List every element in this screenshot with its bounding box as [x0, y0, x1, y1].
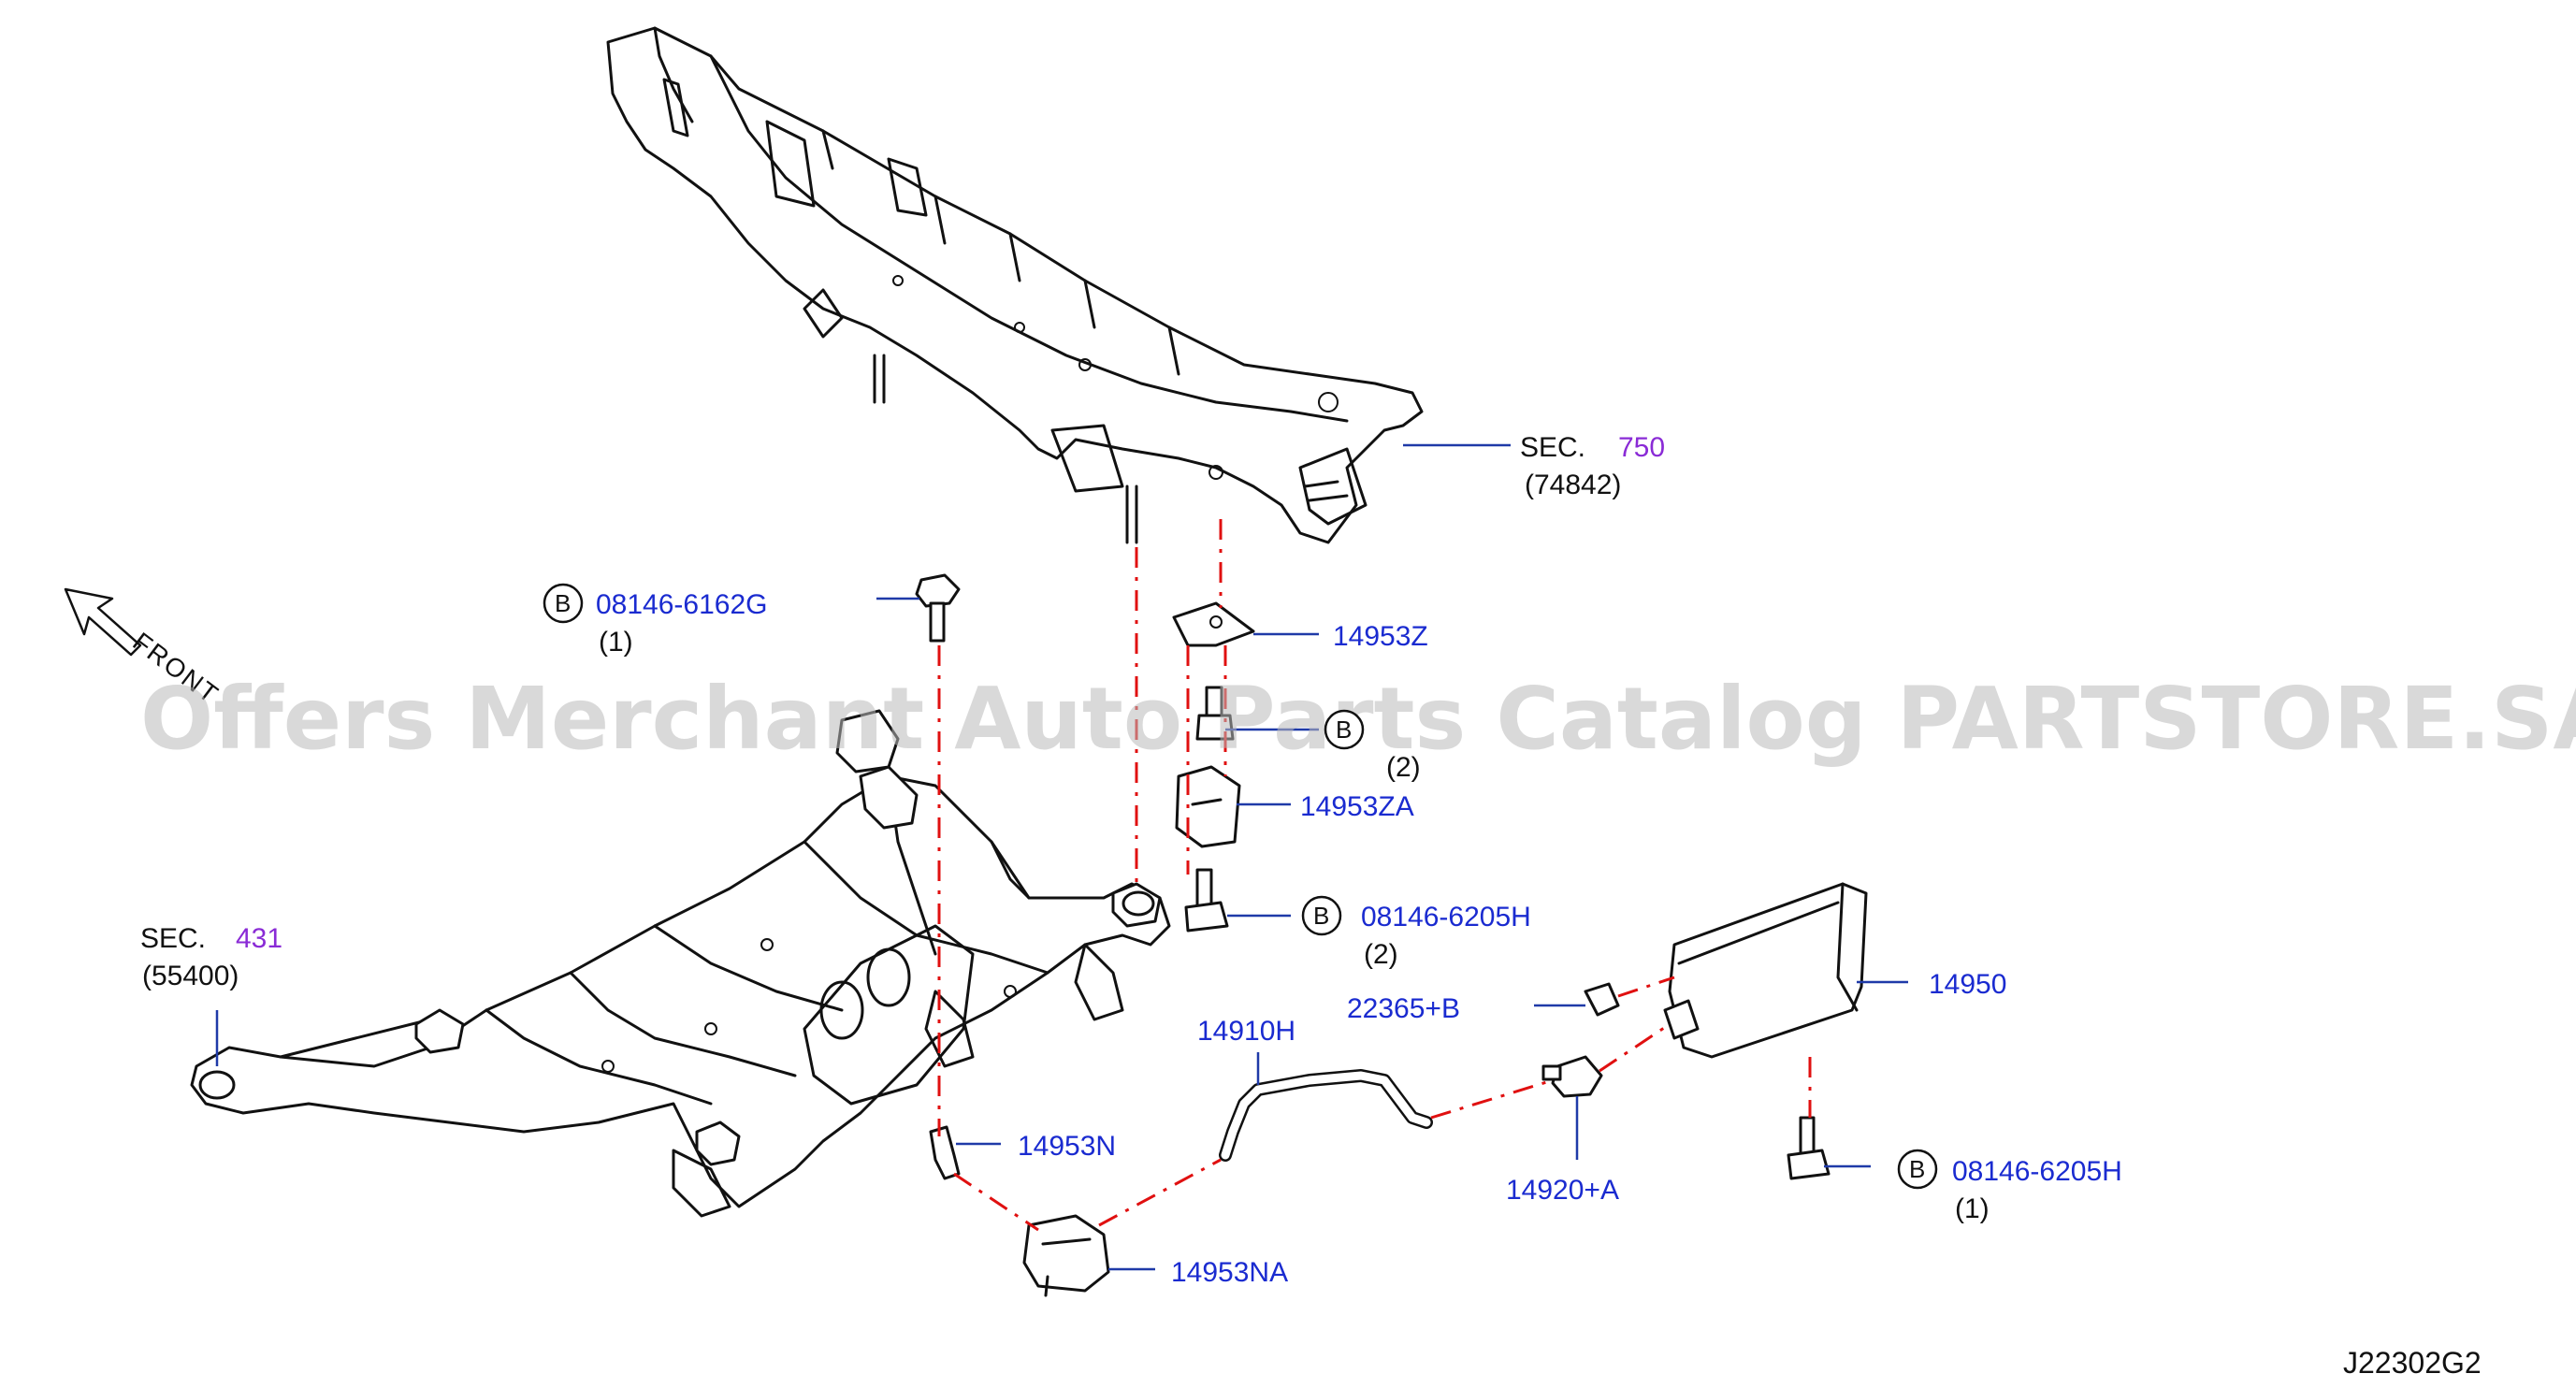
sec-750-number[interactable]: 750 — [1618, 432, 1665, 463]
sec-750-ref: (74842) — [1525, 470, 1621, 500]
part-14953z-link[interactable]: 14953Z — [1333, 621, 1428, 652]
sec-431-prefix: SEC. — [140, 923, 206, 954]
bolt-badge-letter: B — [555, 589, 571, 617]
bolt-badge-letter: B — [1336, 716, 1352, 744]
bolt-badge-icon — [1301, 895, 1342, 936]
bolt-badge-icon — [1897, 1149, 1938, 1190]
bolt-quantity: (2) — [1364, 939, 1398, 970]
leader-lines — [215, 443, 1908, 1271]
part-14953na-link[interactable]: 14953NA — [1171, 1257, 1288, 1288]
bolt-badge-letter: B — [1313, 902, 1329, 930]
part-14953za-link[interactable]: 14953ZA — [1300, 791, 1414, 822]
bolt-quantity: (1) — [599, 627, 633, 658]
part-14920a-link[interactable]: 14920+A — [1506, 1175, 1619, 1206]
sec-750-callout[interactable]: SEC. 750 (74842) — [1520, 432, 1665, 500]
bolt-badge-letter: B — [1909, 1155, 1925, 1183]
bolt-quantity: (2) — [1386, 752, 1421, 783]
guide-lines — [937, 519, 1812, 1232]
bolt-callout-08146-6205h-b[interactable]: B 08146-6205H (1) — [1897, 1149, 2122, 1224]
bolt-badge-icon — [543, 583, 584, 624]
part-14910h-link[interactable]: 14910H — [1197, 1016, 1295, 1047]
part-14950-link[interactable]: 14950 — [1929, 969, 2006, 1000]
bolt-callout-08146-6162g[interactable]: B 08146-6162G (1) — [543, 583, 768, 658]
sec-750-prefix: SEC. — [1520, 432, 1585, 463]
bolt-callout-08146-62051[interactable]: B (2) — [1324, 709, 1421, 783]
bolt-quantity: (1) — [1955, 1193, 1990, 1224]
cross-member-drawing — [606, 26, 1424, 544]
sec-431-callout[interactable]: SEC. 431 (55400) — [140, 923, 282, 991]
bolt-callout-08146-6205h-a[interactable]: B 08146-6205H (2) — [1301, 895, 1531, 970]
diagram-id: J22302G2 — [2343, 1346, 2482, 1380]
bolt-badge-icon — [1324, 709, 1365, 750]
part-14953n-link[interactable]: 14953N — [1018, 1131, 1116, 1162]
sec-431-ref: (55400) — [142, 961, 239, 991]
bolt-part-number[interactable]: 08146-6205H — [1361, 902, 1531, 933]
part-22365b-link[interactable]: 22365+B — [1347, 993, 1460, 1024]
bolt-part-number[interactable]: 08146-6162G — [596, 589, 768, 620]
subframe-drawing — [190, 709, 1171, 1218]
sec-431-number[interactable]: 431 — [236, 923, 282, 954]
bolt-part-number[interactable]: 08146-6205H — [1952, 1156, 2122, 1187]
